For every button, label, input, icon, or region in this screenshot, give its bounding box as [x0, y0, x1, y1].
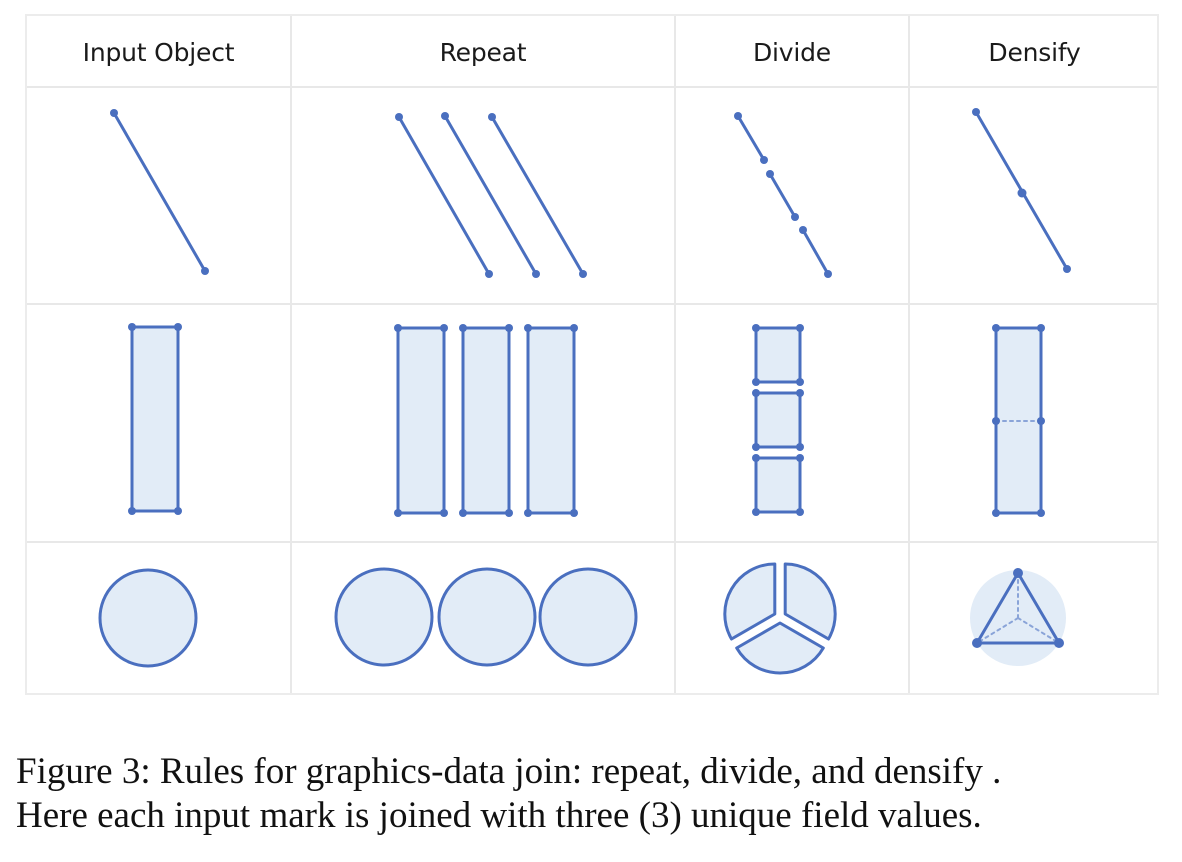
- caption-line-2: Here each input mark is joined with thre…: [16, 795, 982, 836]
- vertex-dot: [796, 443, 804, 451]
- repeat-rectangle-3: [526, 326, 576, 515]
- grid-line: [908, 16, 910, 693]
- vertex-dot: [796, 389, 804, 397]
- grid-line: [27, 86, 1157, 88]
- vertex-dot: [174, 323, 182, 331]
- grid-line: [290, 16, 292, 693]
- vertex-dot: [174, 507, 182, 515]
- densify-vertex-dot: [972, 638, 982, 648]
- vertex-dot: [505, 509, 513, 517]
- divide-line-segment-3: [801, 228, 830, 276]
- vertex-dot: [459, 324, 467, 332]
- divide-rectangle-segment-3: [754, 456, 802, 514]
- input-circle: [98, 568, 198, 668]
- repeat-line-2: [443, 114, 538, 276]
- divide-circle-wedge-left: [723, 562, 777, 641]
- divide-line-segment-1: [736, 114, 766, 162]
- vertex-dot: [752, 324, 760, 332]
- vertex-dot: [752, 378, 760, 386]
- vertex-dot: [440, 324, 448, 332]
- diagram-canvas: [98, 108, 1071, 675]
- caption-line-1: Figure 3: Rules for graphics-data join: …: [16, 751, 1002, 792]
- repeat-rectangle-1: [396, 326, 446, 515]
- densify-triangle: [975, 571, 1061, 645]
- grid-line: [27, 303, 1157, 305]
- vertex-dot: [505, 324, 513, 332]
- input-line: [112, 111, 207, 273]
- densify-midpoint-dot: [1037, 417, 1045, 425]
- endpoint-dot: [791, 213, 799, 221]
- vertex-dot: [796, 378, 804, 386]
- densify-vertex-dot: [1054, 638, 1064, 648]
- endpoint-dot: [485, 270, 493, 278]
- column-header-divide: Divide: [753, 37, 831, 67]
- vertex-dot: [524, 324, 532, 332]
- vertex-dot: [992, 324, 1000, 332]
- vertex-dot: [459, 509, 467, 517]
- divide-rectangle-segment-1: [754, 326, 802, 384]
- endpoint-dot: [110, 109, 118, 117]
- endpoint-dot: [579, 270, 587, 278]
- vertex-dot: [128, 323, 136, 331]
- endpoint-dot: [824, 270, 832, 278]
- endpoint-dot: [1063, 265, 1071, 273]
- vertex-dot: [796, 508, 804, 516]
- endpoint-dot: [488, 113, 496, 121]
- vertex-dot: [992, 509, 1000, 517]
- divide-rectangle-segment-2: [754, 391, 802, 449]
- repeat-line-3: [490, 115, 585, 276]
- endpoint-dot: [734, 112, 742, 120]
- vertex-dot: [752, 454, 760, 462]
- input-rectangle: [130, 325, 180, 513]
- column-header-densify: Densify: [988, 37, 1081, 67]
- divide-line-segment-2: [768, 172, 797, 219]
- densify-midpoint-dot: [992, 417, 1000, 425]
- vertex-dot: [570, 324, 578, 332]
- vertex-dot: [440, 509, 448, 517]
- endpoint-dot: [532, 270, 540, 278]
- vertex-dot: [1037, 509, 1045, 517]
- vertex-dot: [128, 507, 136, 515]
- grid-line: [674, 16, 676, 693]
- repeat-line-1: [397, 115, 491, 276]
- endpoint-dot: [799, 226, 807, 234]
- divide-circle-wedge-bottom: [735, 621, 825, 675]
- endpoint-dot: [201, 267, 209, 275]
- densify-midpoint-dot: [1017, 188, 1027, 198]
- endpoint-dot: [760, 156, 768, 164]
- densify-dotted-spoke: [976, 617, 1019, 644]
- grid-line: [27, 541, 1157, 543]
- vertex-dot: [752, 389, 760, 397]
- endpoint-dot: [972, 108, 980, 116]
- vertex-dot: [752, 443, 760, 451]
- figure-caption: Figure 3: Rules for graphics-data join: …: [16, 750, 1176, 838]
- vertex-dot: [394, 509, 402, 517]
- repeat-circle-3: [538, 567, 638, 667]
- vertex-dot: [524, 509, 532, 517]
- vertex-dot: [1037, 324, 1045, 332]
- densify-dotted-spoke: [1017, 617, 1060, 644]
- figure-table: Input Object Repeat Divide Densify: [25, 14, 1159, 695]
- vertex-dot: [570, 509, 578, 517]
- endpoint-dot: [395, 113, 403, 121]
- divide-circle-wedge-right: [783, 562, 837, 641]
- endpoint-dot: [766, 170, 774, 178]
- vertex-dot: [796, 454, 804, 462]
- endpoint-dot: [441, 112, 449, 120]
- column-header-repeat: Repeat: [439, 37, 527, 67]
- vertex-dot: [752, 508, 760, 516]
- repeat-circle-1: [334, 567, 434, 667]
- vertex-dot: [796, 324, 804, 332]
- column-header-input-object: Input Object: [82, 37, 235, 67]
- repeat-circle-2: [437, 567, 537, 667]
- repeat-rectangle-2: [461, 326, 511, 515]
- densify-vertex-dot: [1013, 568, 1023, 578]
- vertex-dot: [394, 324, 402, 332]
